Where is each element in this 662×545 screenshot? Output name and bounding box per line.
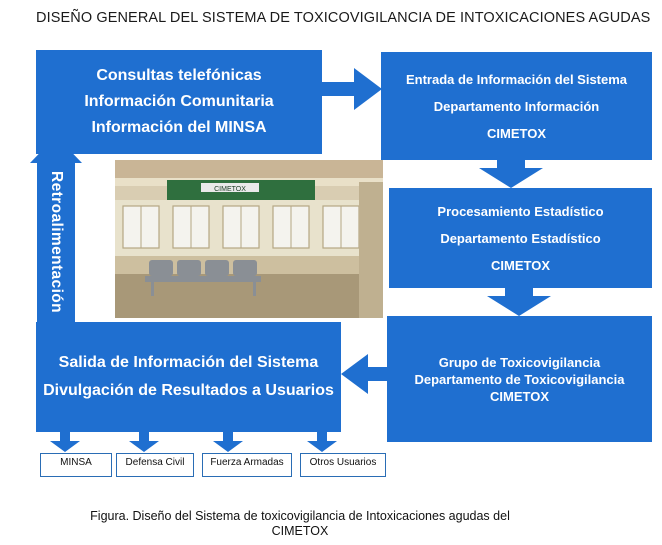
box-line: CIMETOX	[491, 257, 550, 273]
arrow-down-entrada-procesamiento	[479, 160, 543, 188]
sign-text: CIMETOX	[214, 186, 246, 193]
feedback-label: Retroalimentación	[48, 170, 65, 314]
box-system-input: Entrada de Información del Sistema Depar…	[381, 52, 652, 160]
arrow-down-otros	[307, 432, 337, 452]
box-line: Divulgación de Resultados a Usuarios	[43, 382, 334, 399]
box-line: CIMETOX	[490, 388, 549, 404]
box-system-output: Salida de Información del Sistema Divulg…	[36, 322, 341, 432]
arrow-down-defensa	[129, 432, 159, 452]
box-line: Grupo de Toxicovigilancia	[438, 354, 601, 370]
feedback-bar	[37, 160, 75, 324]
box-line: Información Comunitaria	[84, 93, 274, 110]
caption-line: Figura. Diseño del Sistema de toxicovigi…	[90, 509, 510, 523]
box-line: Consultas telefónicas	[96, 67, 262, 84]
arrow-down-procesamiento-grupo	[487, 288, 551, 316]
caption-line: CIMETOX	[271, 524, 329, 538]
arrow-down-minsa	[50, 432, 80, 452]
arrow-down-fuerza	[213, 432, 243, 452]
arrow-left-grupo-salida	[341, 354, 387, 394]
recipient-fuerza-armadas: Fuerza Armadas	[202, 453, 292, 477]
box-line: Procesamiento Estadístico	[437, 203, 604, 219]
box-line: Entrada de Información del Sistema	[405, 71, 628, 87]
box-statistical-processing: Procesamiento Estadístico Departamento E…	[389, 188, 652, 288]
box-line: CIMETOX	[487, 125, 546, 141]
recipient-otros-usuarios: Otros Usuarios	[300, 453, 386, 477]
recipient-defensa-civil: Defensa Civil	[116, 453, 194, 477]
building-photo: CIMETOX	[115, 160, 383, 318]
box-line: Departamento Estadístico	[440, 230, 601, 246]
box-line: Departamento de Toxicovigilancia	[414, 371, 625, 387]
box-line: Salida de Información del Sistema	[58, 354, 319, 371]
feedback-label-container: Retroalimentación	[37, 160, 75, 324]
box-information-sources: Consultas telefónicas Información Comuni…	[36, 50, 322, 154]
box-toxicovigilance-group: Grupo de Toxicovigilancia Departamento d…	[387, 316, 652, 442]
box-line: Departamento Información	[433, 98, 600, 114]
arrow-right-consultas-entrada	[322, 68, 382, 110]
figure-caption: Figura. Diseño del Sistema de toxicovigi…	[30, 509, 570, 539]
box-line: Información del MINSA	[91, 119, 267, 136]
recipient-minsa: MINSA	[40, 453, 112, 477]
diagram-title: DISEÑO GENERAL DEL SISTEMA DE TOXICOVIGI…	[36, 10, 651, 26]
